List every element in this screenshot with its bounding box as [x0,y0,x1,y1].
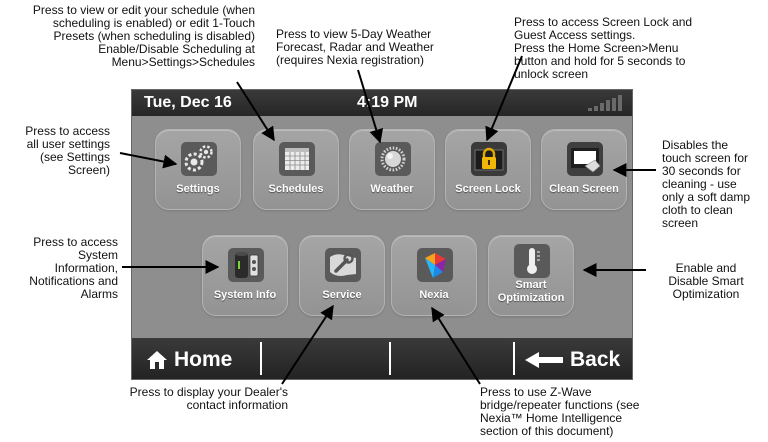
thermometer-icon [514,244,550,278]
annotation-line: Guest Access settings. [514,28,636,42]
annotation-line: unlock screen [514,67,589,81]
annotation-line: 30 seconds for [662,164,741,178]
system-info-button[interactable]: System Info [202,235,288,316]
annotation-line: Press to access Screen Lock and [514,15,693,29]
annotation-service: Press to display your Dealer's contact i… [88,386,288,412]
annotation-line: all user settings [26,137,110,151]
gears-icon [181,142,217,176]
annotation-line: Press to access [25,124,110,138]
annotation-line: section of this document) [480,424,614,438]
thermostat-unit-icon [228,248,264,282]
annotation-line: (requires Nexia registration) [276,53,425,67]
signal-strength-icon [588,95,624,111]
screen-lock-button[interactable]: Screen Lock [445,129,531,210]
annotation-schedules: Press to view or edit your schedule (whe… [5,4,255,69]
system-info-label: System Info [213,289,277,301]
annotation-system-info: Press to access System Information, Noti… [2,236,118,301]
annotation-line: System [77,248,118,262]
annotation-line: Press to view or edit your schedule (whe… [32,3,255,17]
annotation-line: Press to access [33,235,118,249]
smart-optimization-button[interactable]: Smart Optimization [488,235,574,316]
annotation-line: screen [662,216,699,230]
annotation-line: scheduling is enabled) or edit 1-Touch [52,16,255,30]
weather-button[interactable]: Weather [349,129,435,210]
divider [513,342,515,375]
annotation-smart-optimization: Enable and Disable Smart Optimization [648,262,764,301]
divider [389,342,391,375]
back-button[interactable]: Back [515,338,632,379]
annotation-line: Forecast, Radar and Weather [276,40,434,54]
thermostat-screen: Tue, Dec 16 4:19 PM Settings [131,89,633,380]
annotation-line: only a soft damp [662,190,751,204]
annotation-line: Press to display your Dealer's [129,385,288,399]
status-date: Tue, Dec 16 [144,94,232,111]
home-label: Home [174,348,233,371]
clean-screen-label: Clean Screen [549,183,619,195]
annotation-settings: Press to access all user settings (see S… [2,125,110,177]
annotation-line: cleaning - use [662,177,737,191]
status-time: 4:19 PM [357,94,418,111]
annotation-line: Disable Smart [668,274,744,288]
clean-screen-button[interactable]: Clean Screen [541,129,627,210]
settings-button[interactable]: Settings [155,129,241,210]
smart-optimization-label-line1: Smart [515,279,547,291]
wrench-icon [325,248,361,282]
screen-lock-label: Screen Lock [455,183,521,195]
status-bar: Tue, Dec 16 4:19 PM [132,90,632,116]
annotation-line: Notifications and [29,274,118,288]
divider [260,342,262,375]
annotation-line: Optimization [672,287,740,301]
annotation-line: Screen) [67,163,110,177]
bottom-nav-bar: Home Back [132,338,632,379]
annotation-line: Menu>Settings>Schedules [111,55,255,69]
home-button[interactable]: Home [132,338,262,379]
annotation-line: bridge/repeater functions (see [480,398,640,412]
annotation-weather: Press to view 5-Day Weather Forecast, Ra… [276,28,456,67]
annotation-line: Information, [54,261,118,275]
annotation-line: Alarms [80,287,118,301]
smart-optimization-label: Smart Optimization [489,279,573,305]
annotation-line: Press to view 5-Day Weather [276,27,432,41]
sun-icon [375,142,411,176]
annotation-line: Press to use Z-Wave [480,385,592,399]
annotation-line: Nexia™ Home Intelligence [480,411,623,425]
annotation-line: Disables the [662,138,729,152]
annotation-line: Enable/Disable Scheduling at [98,42,255,56]
annotation-screen-lock: Press to access Screen Lock and Guest Ac… [514,16,729,81]
annotation-nexia: Press to use Z-Wave bridge/repeater func… [480,386,680,438]
service-label: Service [322,289,362,301]
house-icon [147,351,167,369]
weather-label: Weather [370,183,414,195]
calendar-icon [279,142,315,176]
annotation-line: cloth to clean [662,203,733,217]
nexia-button[interactable]: Nexia [391,235,477,316]
annotation-line: button and hold for 5 seconds to [514,54,686,68]
annotation-line: (see Settings [39,150,110,164]
nexia-label: Nexia [419,289,449,301]
schedules-label: Schedules [268,183,324,195]
smart-optimization-label-line2: Optimization [497,292,565,304]
back-label: Back [570,348,621,371]
service-button[interactable]: Service [299,235,385,316]
annotation-line: Enable and [675,261,737,275]
annotation-line: touch screen for [662,151,749,165]
annotation-line: contact information [186,398,288,412]
wiping-cloth-icon [567,142,603,176]
settings-label: Settings [176,183,220,195]
padlock-icon [471,142,507,176]
annotation-clean-screen: Disables the touch screen for 30 seconds… [662,139,768,230]
nexia-logo-icon [417,248,453,282]
annotation-line: Presets (when scheduling is disabled) [53,29,255,43]
left-arrow-icon [525,352,563,368]
schedules-button[interactable]: Schedules [253,129,339,210]
annotation-line: Press the Home Screen>Menu [514,41,679,55]
